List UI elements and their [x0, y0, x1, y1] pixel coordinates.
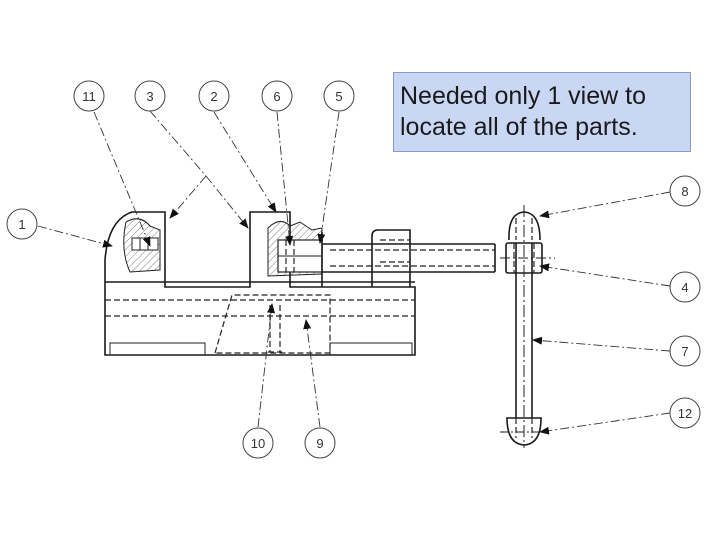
balloon-10: 10: [242, 427, 274, 459]
note-line-2: locate all of the parts.: [400, 113, 638, 141]
svg-text:9: 9: [316, 436, 323, 451]
balloon-9: 9: [304, 427, 336, 459]
note-callout: Needed only 1 view to locate all of the …: [393, 72, 691, 152]
svg-text:12: 12: [678, 406, 692, 421]
screw: [322, 229, 496, 287]
balloon-1: 1: [6, 208, 38, 240]
svg-text:11: 11: [82, 89, 96, 104]
balloon-12: 12: [669, 397, 701, 429]
balloon-6: 6: [261, 80, 293, 112]
svg-text:5: 5: [335, 89, 342, 104]
balloon-4: 4: [669, 271, 701, 303]
balloon-8: 8: [669, 175, 701, 207]
svg-text:7: 7: [681, 344, 688, 359]
ball-top: [508, 211, 541, 241]
svg-text:2: 2: [210, 89, 217, 104]
balloon-2: 2: [198, 80, 230, 112]
svg-text:3: 3: [146, 89, 153, 104]
svg-text:6: 6: [273, 89, 280, 104]
balloon-11: 11: [73, 80, 105, 112]
note-line-1: Needed only 1 view to: [400, 82, 646, 110]
leader-lines: [37, 110, 671, 435]
fixed-jaw: [123, 218, 161, 273]
balloon-5: 5: [323, 80, 355, 112]
balloon-7: 7: [669, 335, 701, 367]
movable-jaw: [267, 221, 323, 287]
svg-text:10: 10: [251, 436, 265, 451]
svg-text:8: 8: [681, 184, 688, 199]
balloon-3: 3: [134, 80, 166, 112]
svg-text:4: 4: [681, 280, 688, 295]
handle-body: [500, 242, 555, 274]
handle-rod: [515, 205, 533, 448]
svg-text:1: 1: [18, 217, 25, 232]
